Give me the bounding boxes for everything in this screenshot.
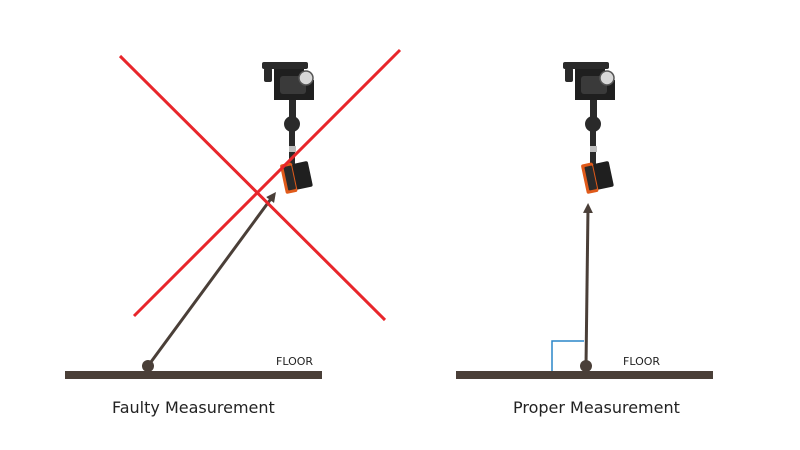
floor-label-left: FLOOR bbox=[276, 355, 313, 368]
proper-caption: Proper Measurement bbox=[513, 398, 680, 417]
vertical-measurement-arrow bbox=[582, 203, 593, 367]
slanted-measurement-arrow bbox=[146, 191, 276, 367]
clamp-mount-icon-right bbox=[562, 61, 616, 195]
floor-bar-right bbox=[456, 371, 713, 379]
arrow-origin-dot-left bbox=[142, 360, 154, 372]
right-angle-marker bbox=[551, 340, 584, 371]
floor-label-right: FLOOR bbox=[623, 355, 660, 368]
faulty-panel: FLOOR bbox=[65, 48, 402, 379]
faulty-caption: Faulty Measurement bbox=[112, 398, 275, 417]
cross-out-mark bbox=[118, 48, 402, 322]
proper-panel: FLOOR bbox=[456, 61, 713, 379]
arrow-origin-dot-right bbox=[580, 360, 592, 372]
floor-bar-left bbox=[65, 371, 322, 379]
clamp-mount-icon-left bbox=[261, 61, 315, 195]
